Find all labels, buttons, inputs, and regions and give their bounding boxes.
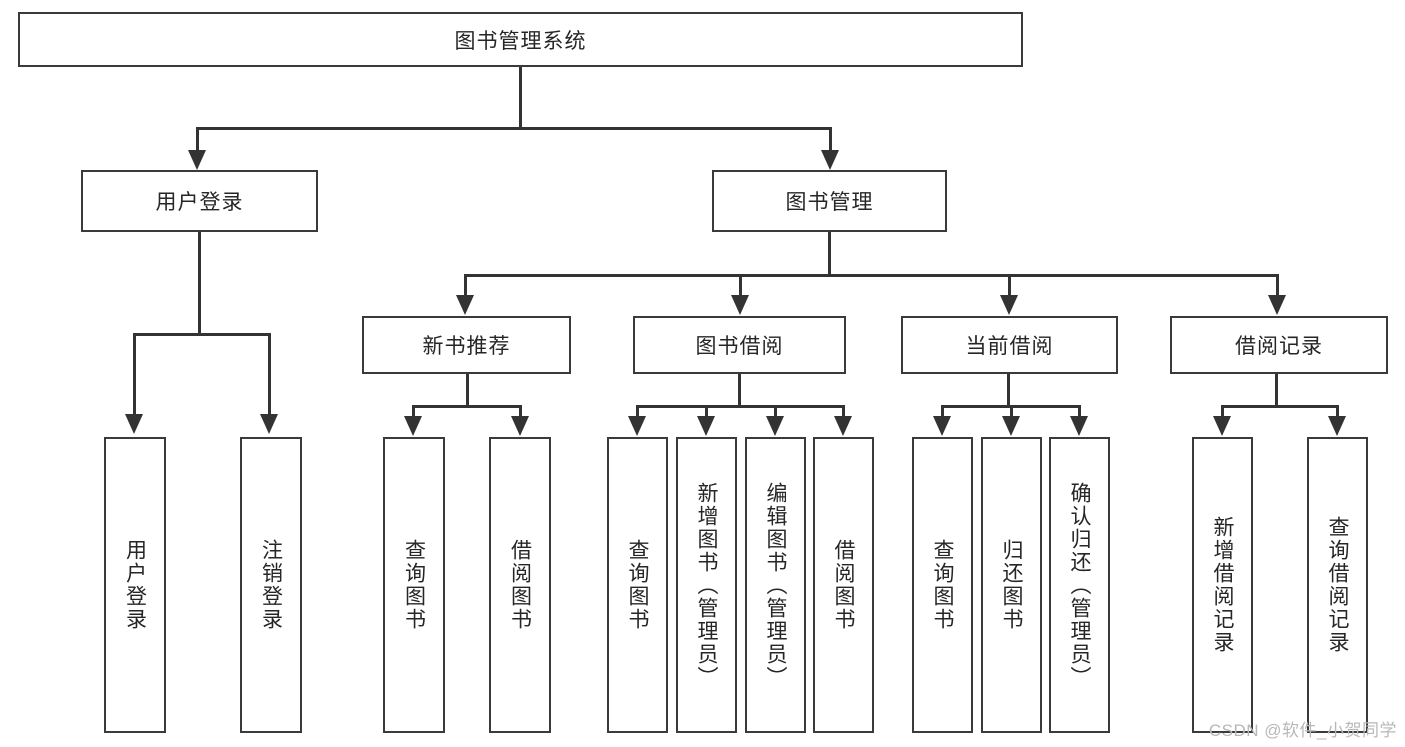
node-label: 归还图书 <box>1000 539 1023 631</box>
node-label: 查询图书 <box>931 539 954 631</box>
node-label: 新书推荐 <box>422 335 511 358</box>
edge-bb-stem <box>738 374 741 408</box>
edge-user-login-bus <box>133 333 271 336</box>
node-label: 用户登录 <box>123 539 147 631</box>
node-current-borrow[interactable]: 当前借阅 <box>901 316 1118 374</box>
node-label: 借阅记录 <box>1235 335 1323 358</box>
arrow-to-user-login <box>188 150 206 170</box>
edge-nbr-bus <box>412 405 522 408</box>
edge-bb-bus <box>636 405 845 408</box>
edge-to-book-borrow <box>739 274 742 298</box>
node-label: 图书借阅 <box>695 335 784 358</box>
edge-bb-drop-3 <box>774 405 777 419</box>
edge-level3-bus <box>464 274 1279 277</box>
edge-to-current-borrow <box>1008 274 1011 298</box>
node-label: 用户登录 <box>155 191 244 214</box>
node-label: 图书管理 <box>785 191 874 214</box>
node-label: 注销登录 <box>259 539 283 631</box>
edge-bb-drop-2 <box>705 405 708 419</box>
arrow-to-book-borrow <box>731 295 749 315</box>
edge-bb-drop-4 <box>842 405 845 419</box>
arrow-to-new-book-recommend <box>456 295 474 315</box>
arrow-user-login-leaf-1 <box>125 414 143 434</box>
node-label: 图书管理系统 <box>454 29 587 53</box>
arrow-bb-leaf-1 <box>628 416 646 436</box>
node-label: 新增图书（管理员） <box>695 481 718 689</box>
edge-br-stem <box>1275 374 1278 408</box>
leaf-borrow-book-1[interactable]: 借阅图书 <box>489 437 551 733</box>
leaf-edit-book[interactable]: 编辑图书（管理员） <box>745 437 806 733</box>
edge-to-borrow-record <box>1276 274 1279 298</box>
edge-nbr-stem <box>466 374 469 408</box>
edge-br-drop-1 <box>1221 405 1224 419</box>
edge-br-bus <box>1221 405 1339 408</box>
leaf-add-book[interactable]: 新增图书（管理员） <box>676 437 737 733</box>
arrow-to-borrow-record <box>1268 295 1286 315</box>
node-label: 编辑图书（管理员） <box>764 481 787 689</box>
edge-cb-drop-3 <box>1078 405 1081 419</box>
edge-user-login-stem <box>198 232 201 335</box>
node-label: 确认归还（管理员） <box>1068 481 1091 689</box>
leaf-confirm-return[interactable]: 确认归还（管理员） <box>1049 437 1110 733</box>
node-new-book-recommend[interactable]: 新书推荐 <box>362 316 571 374</box>
edge-root-stem <box>519 67 522 129</box>
node-label: 借阅图书 <box>832 539 855 631</box>
node-label: 查询借阅记录 <box>1326 516 1349 654</box>
arrow-nbr-leaf-1 <box>404 416 422 436</box>
edge-br-drop-2 <box>1336 405 1339 419</box>
arrow-cb-leaf-1 <box>933 416 951 436</box>
arrow-bb-leaf-3 <box>766 416 784 436</box>
arrow-user-login-leaf-2 <box>260 414 278 434</box>
node-label: 查询图书 <box>626 539 649 631</box>
edge-cb-stem <box>1007 374 1010 408</box>
edge-user-login-drop-1 <box>133 333 136 417</box>
arrow-bb-leaf-4 <box>834 416 852 436</box>
edge-user-login-drop-2 <box>268 333 271 417</box>
edge-level2-bus <box>196 127 832 130</box>
edge-nbr-drop-2 <box>519 405 522 419</box>
arrow-cb-leaf-3 <box>1070 416 1088 436</box>
edge-cb-drop-1 <box>941 405 944 419</box>
edge-to-new-book-recommend <box>464 274 467 298</box>
edge-nbr-drop-1 <box>412 405 415 419</box>
leaf-query-book-1[interactable]: 查询图书 <box>383 437 445 733</box>
node-label: 新增借阅记录 <box>1211 516 1234 654</box>
edge-bb-drop-1 <box>636 405 639 419</box>
leaf-query-book-3[interactable]: 查询图书 <box>912 437 973 733</box>
arrow-to-book-management <box>821 150 839 170</box>
node-label: 当前借阅 <box>965 335 1054 358</box>
node-label: 查询图书 <box>402 539 426 631</box>
arrow-br-leaf-1 <box>1213 416 1231 436</box>
node-book-management[interactable]: 图书管理 <box>712 170 947 232</box>
edge-cb-drop-2 <box>1010 405 1013 419</box>
edge-book-management-stem <box>828 232 831 277</box>
node-borrow-record[interactable]: 借阅记录 <box>1170 316 1388 374</box>
leaf-query-book-2[interactable]: 查询图书 <box>607 437 668 733</box>
leaf-user-login[interactable]: 用户登录 <box>104 437 166 733</box>
leaf-return-book[interactable]: 归还图书 <box>981 437 1042 733</box>
node-book-borrow[interactable]: 图书借阅 <box>633 316 846 374</box>
node-system-root[interactable]: 图书管理系统 <box>18 12 1023 67</box>
arrow-bb-leaf-2 <box>697 416 715 436</box>
leaf-logout-login[interactable]: 注销登录 <box>240 437 302 733</box>
arrow-to-current-borrow <box>1000 295 1018 315</box>
arrow-cb-leaf-2 <box>1002 416 1020 436</box>
arrow-br-leaf-2 <box>1328 416 1346 436</box>
leaf-add-record[interactable]: 新增借阅记录 <box>1192 437 1253 733</box>
leaf-borrow-book-2[interactable]: 借阅图书 <box>813 437 874 733</box>
edge-to-user-login <box>196 127 199 153</box>
node-user-login[interactable]: 用户登录 <box>81 170 318 232</box>
node-label: 借阅图书 <box>508 539 532 631</box>
edge-to-book-management <box>829 127 832 153</box>
leaf-query-record[interactable]: 查询借阅记录 <box>1307 437 1368 733</box>
arrow-nbr-leaf-2 <box>511 416 529 436</box>
